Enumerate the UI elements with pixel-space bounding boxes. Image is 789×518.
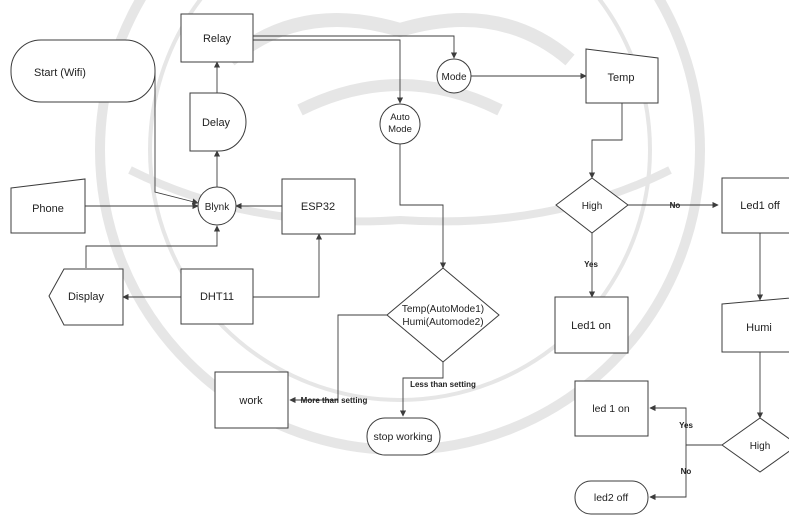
led1-on-label: Led1 on: [571, 320, 611, 332]
node-display: Display: [48, 268, 124, 326]
led-1-on-label: led 1 on: [592, 403, 630, 415]
temp-label: Temp: [608, 72, 635, 84]
led2-off-label: led2 off: [594, 492, 628, 504]
node-auto-decision: Temp(AutoMode1) Humi(Automode2): [386, 267, 500, 363]
blynk-label: Blynk: [205, 202, 230, 213]
edge-label-more-than-setting: More than setting: [301, 396, 368, 405]
edge-start-blynk: [154, 70, 199, 205]
humi-label: Humi: [746, 322, 772, 334]
edge-temp-high: [588, 103, 623, 179]
edge-relay-automode: [253, 39, 404, 104]
node-led2-off: led2 off: [574, 480, 649, 515]
edge-label-no-temp: No: [670, 201, 681, 210]
start-wifi-label: Start (Wifi): [34, 67, 86, 79]
node-relay: Relay: [180, 13, 254, 63]
delay-label: Delay: [202, 117, 231, 129]
dht11-label: DHT11: [200, 291, 234, 303]
edge-relay-mode: [253, 35, 458, 59]
edge-display-blynk: [85, 225, 221, 268]
phone-label: Phone: [32, 203, 64, 215]
node-humi: Humi: [721, 297, 789, 353]
node-led1-off: Led1 off: [721, 177, 789, 234]
node-stop-working: stop working: [366, 417, 441, 456]
edge-decision-work: [289, 314, 387, 404]
node-auto-mode: Auto Mode: [379, 103, 421, 145]
high-temp-label: High: [582, 201, 603, 212]
edge-label-no-humi: No: [681, 467, 692, 476]
edge-high2-led1on: [649, 404, 722, 446]
edge-label-yes-temp: Yes: [584, 260, 598, 269]
auto-mode-label-line1: Auto: [390, 112, 410, 123]
auto-mode-label-line2: Mode: [388, 124, 412, 135]
node-blynk: Blynk: [197, 186, 237, 226]
node-high-humi: High: [721, 417, 789, 473]
relay-label: Relay: [203, 33, 232, 45]
connectors: [85, 35, 764, 501]
led1-off-label: Led1 off: [740, 200, 781, 212]
auto-decision-label-line2: Humi(Automode2): [402, 317, 483, 328]
edge-high2-led2off: [649, 445, 687, 501]
node-high-temp: High: [555, 177, 629, 234]
display-label: Display: [68, 291, 105, 303]
node-mode: Mode: [436, 58, 472, 94]
node-temp: Temp: [585, 48, 659, 104]
edge-label-yes-humi: Yes: [679, 421, 693, 430]
edge-dht11-esp32: [253, 233, 323, 298]
high-humi-label: High: [750, 441, 771, 452]
auto-decision-label-line1: Temp(AutoMode1): [402, 304, 484, 315]
work-label: work: [238, 395, 263, 407]
edge-automode-decision: [399, 144, 447, 269]
stop-working-label: stop working: [374, 431, 433, 443]
esp32-label: ESP32: [301, 201, 335, 213]
node-start-wifi: Start (Wifi): [10, 39, 156, 103]
node-work: work: [214, 371, 289, 429]
node-led-1-on: led 1 on: [574, 380, 649, 437]
edge-decision-stop: [399, 362, 444, 417]
node-dht11: DHT11: [180, 268, 254, 325]
node-esp32: ESP32: [281, 178, 356, 235]
node-delay: Delay: [189, 92, 247, 152]
node-phone: Phone: [10, 178, 86, 234]
mode-label: Mode: [441, 72, 466, 83]
node-led1-on: Led1 on: [554, 296, 629, 354]
edge-label-less-than-setting: Less than setting: [410, 380, 476, 389]
